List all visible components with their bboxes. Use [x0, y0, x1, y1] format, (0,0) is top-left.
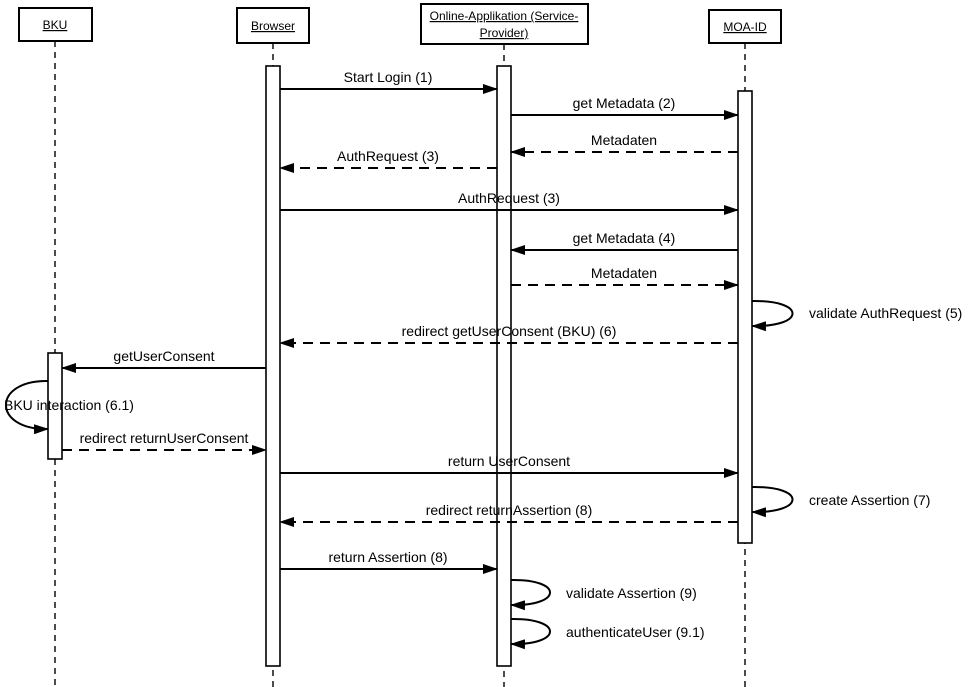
self-loop: [5, 379, 49, 435]
message-validate-authrequest-5: validate AuthRequest (5): [751, 299, 962, 332]
message-return-userconsent: return UserConsent: [280, 453, 739, 478]
activation-moa-id: [737, 90, 753, 544]
message-validate-assertion-9: validate Assertion (9): [510, 578, 697, 611]
message-label: redirect returnUserConsent: [80, 430, 249, 446]
message-label: get Metadata (4): [573, 230, 676, 246]
message-redirect-returnassertion-8: redirect returnAssertion (8): [279, 502, 738, 527]
participant-label-bku: BKU: [43, 18, 68, 32]
self-loop: [751, 485, 794, 518]
self-loop: [510, 617, 551, 650]
activation-online-applikation: [496, 65, 512, 667]
message-label: get Metadata (2): [573, 95, 676, 111]
message-return-assertion-8: return Assertion (8): [280, 549, 498, 574]
activation-browser: [265, 65, 281, 667]
message-label: authenticateUser (9.1): [566, 624, 705, 640]
message-label: BKU interaction (6.1): [4, 397, 134, 413]
participant-box: [236, 7, 310, 44]
message-label: AuthRequest (3): [337, 148, 439, 164]
message-create-assertion-7: create Assertion (7): [751, 485, 930, 518]
message-start-login-1: Start Login (1): [280, 69, 498, 94]
participant-label-online-applikation-line1: Online-Applikation (Service-: [430, 9, 579, 23]
participant-browser: Browser: [236, 7, 310, 44]
participant-label-moa-id: MOA-ID: [723, 20, 767, 34]
message-label: redirect returnAssertion (8): [426, 502, 593, 518]
participant-box: [18, 7, 93, 42]
activation-bku: [47, 352, 63, 460]
message-metadaten-reply-1: Metadaten: [510, 132, 738, 157]
message-label: validate Assertion (9): [566, 585, 697, 601]
message-label: AuthRequest (3): [458, 190, 560, 206]
message-label: return UserConsent: [448, 453, 570, 469]
message-label: Start Login (1): [344, 69, 433, 85]
participant-bku: BKU: [18, 7, 93, 42]
message-get-metadata-4: get Metadata (4): [510, 230, 738, 255]
message-redirect-returnuserconsent: redirect returnUserConsent: [62, 430, 267, 455]
message-label: getUserConsent: [113, 348, 214, 364]
message-authenticateuser-9-1: authenticateUser (9.1): [510, 617, 705, 650]
participant-label-browser: Browser: [251, 19, 295, 33]
participant-online-applikation: Online-Applikation (Service- Provider): [420, 3, 589, 45]
message-authrequest-3-reply: AuthRequest (3): [279, 148, 497, 173]
message-get-metadata-2: get Metadata (2): [511, 95, 739, 120]
message-label: Metadaten: [591, 132, 657, 148]
message-authrequest-3-forward: AuthRequest (3): [280, 190, 739, 215]
message-bku-interaction-6-1: BKU interaction (6.1): [4, 379, 134, 435]
message-label: return Assertion (8): [328, 549, 447, 565]
self-loop: [510, 578, 551, 611]
message-label: redirect getUserConsent (BKU) (6): [402, 323, 617, 339]
message-getuserconsent: getUserConsent: [61, 348, 266, 373]
message-label: Metadaten: [591, 265, 657, 281]
participant-moa-id: MOA-ID: [708, 9, 782, 44]
self-loop: [751, 299, 794, 332]
message-label: validate AuthRequest (5): [809, 305, 962, 321]
participant-label-online-applikation-line2: Provider): [480, 26, 529, 40]
message-metadaten-reply-2: Metadaten: [511, 265, 739, 290]
participant-box: [708, 9, 782, 44]
message-label: create Assertion (7): [809, 492, 930, 508]
message-redirect-getuserconsent-6: redirect getUserConsent (BKU) (6): [279, 323, 738, 348]
participant-box: [420, 3, 589, 45]
